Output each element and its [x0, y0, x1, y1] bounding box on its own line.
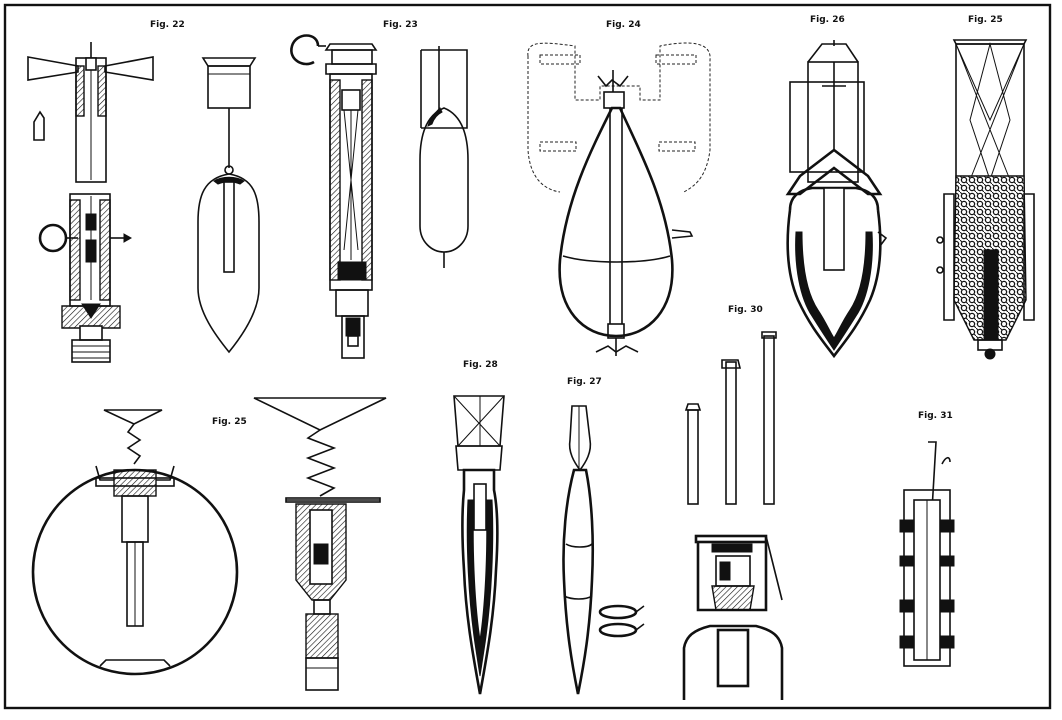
fig-25-mesh-bomb [936, 39, 1035, 360]
caption-fig-26: Fig. 26 [810, 15, 845, 25]
caption-fig-31: Fig. 31 [918, 411, 953, 421]
caption-fig-25-top: Fig. 25 [968, 15, 1003, 25]
caption-fig-24: Fig. 24 [606, 20, 641, 30]
fig-25-sphere-bomb [31, 409, 239, 676]
caption-fig-22: Fig. 22 [150, 20, 185, 30]
caption-fig-25-bottom: Fig. 25 [212, 417, 247, 427]
fig-30-fuze-head [682, 534, 784, 700]
fig-22-vane-fuze [27, 42, 154, 363]
fig-23-tube-bulb [419, 46, 469, 268]
caption-fig-23: Fig. 23 [383, 20, 418, 30]
fig-27-slender-bomb [562, 405, 645, 695]
caption-fig-30: Fig. 30 [728, 305, 763, 315]
fig-22-canister-bomb [197, 57, 260, 354]
caption-fig-27: Fig. 27 [567, 377, 602, 387]
fig-23-long-fuze [290, 34, 378, 359]
fig-28-dart-bomb [453, 395, 505, 695]
fig-25-spring-fuze [253, 397, 387, 691]
fig-26-cradle-bomb [785, 40, 888, 359]
fig-31-cluster-bomb [899, 441, 955, 667]
fig-30-rods [684, 331, 777, 505]
caption-fig-28: Fig. 28 [463, 360, 498, 370]
plate-border [3, 3, 1052, 710]
fig-24-pear-bomb [527, 42, 711, 356]
